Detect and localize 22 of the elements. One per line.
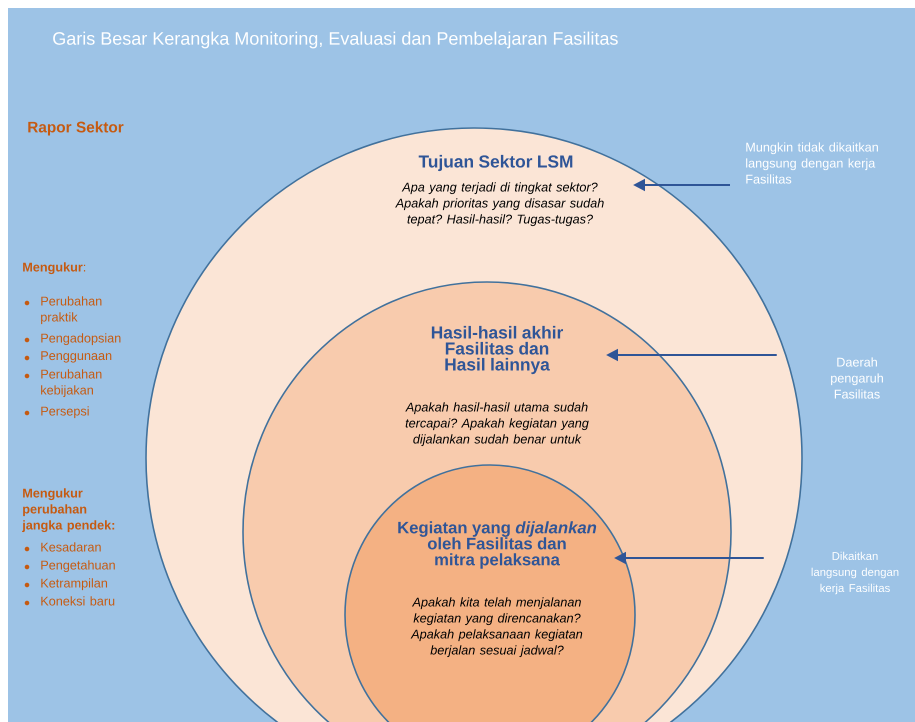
question-text: Apakah kita telah menjalanan kegiatan yang direncanakan? Apakah pelaksanaan kegiatan berjalan sesuai jadwal? [410,597,582,658]
title: Garis Besar Kerangka Monitoring, Evaluasi dan Pembelajaran Fasilitas [53,32,618,48]
list-item: Koneksi baru [24,596,114,606]
list-item: Persepsi [24,406,89,418]
list-item: Perubahan praktik [24,296,102,324]
label-text: Mengukur: [23,262,86,274]
list-item: Perubahan kebijakan [24,369,102,398]
heading: Tujuan Sektor LSM [418,154,572,172]
list-item: Kesadaran [24,542,101,552]
annotation-text: Mungkin tidak dikaitkan langsung dengan kerja Fasilitas [746,142,878,184]
label-text: Mengukur perubahan jangka pendek: [22,488,114,532]
annotation-text: Dikaitkan langsung dengan kerja Fasilitas [812,552,898,594]
label-text: Rapor Sektor [28,121,124,136]
list-item: Ketrampilan [24,578,108,590]
heading: Kegiatan yang dijalankan oleh Fasilitas dan mitra pelaksana [398,521,596,569]
list-item: Pengadopsian [24,333,120,346]
annotation-text: Daerah pengaruh Fasilitas [831,357,883,399]
list-item: Penggunaan [24,351,112,363]
question-text: Apa yang terjadi di tingkat sektor? Apakah prioritas yang disasar sudah tepat? Hasil-hasil? Tugas-tugas? [395,182,604,226]
list-item: Pengetahuan [24,560,115,572]
question-text: Apakah hasil-hasil utama sudah tercapai? Apakah kegiatan yang dijalankan sudah benar untuk [405,402,589,446]
heading: Hasil-hasil akhir Fasilitas dan Hasil lainnya [432,326,564,374]
